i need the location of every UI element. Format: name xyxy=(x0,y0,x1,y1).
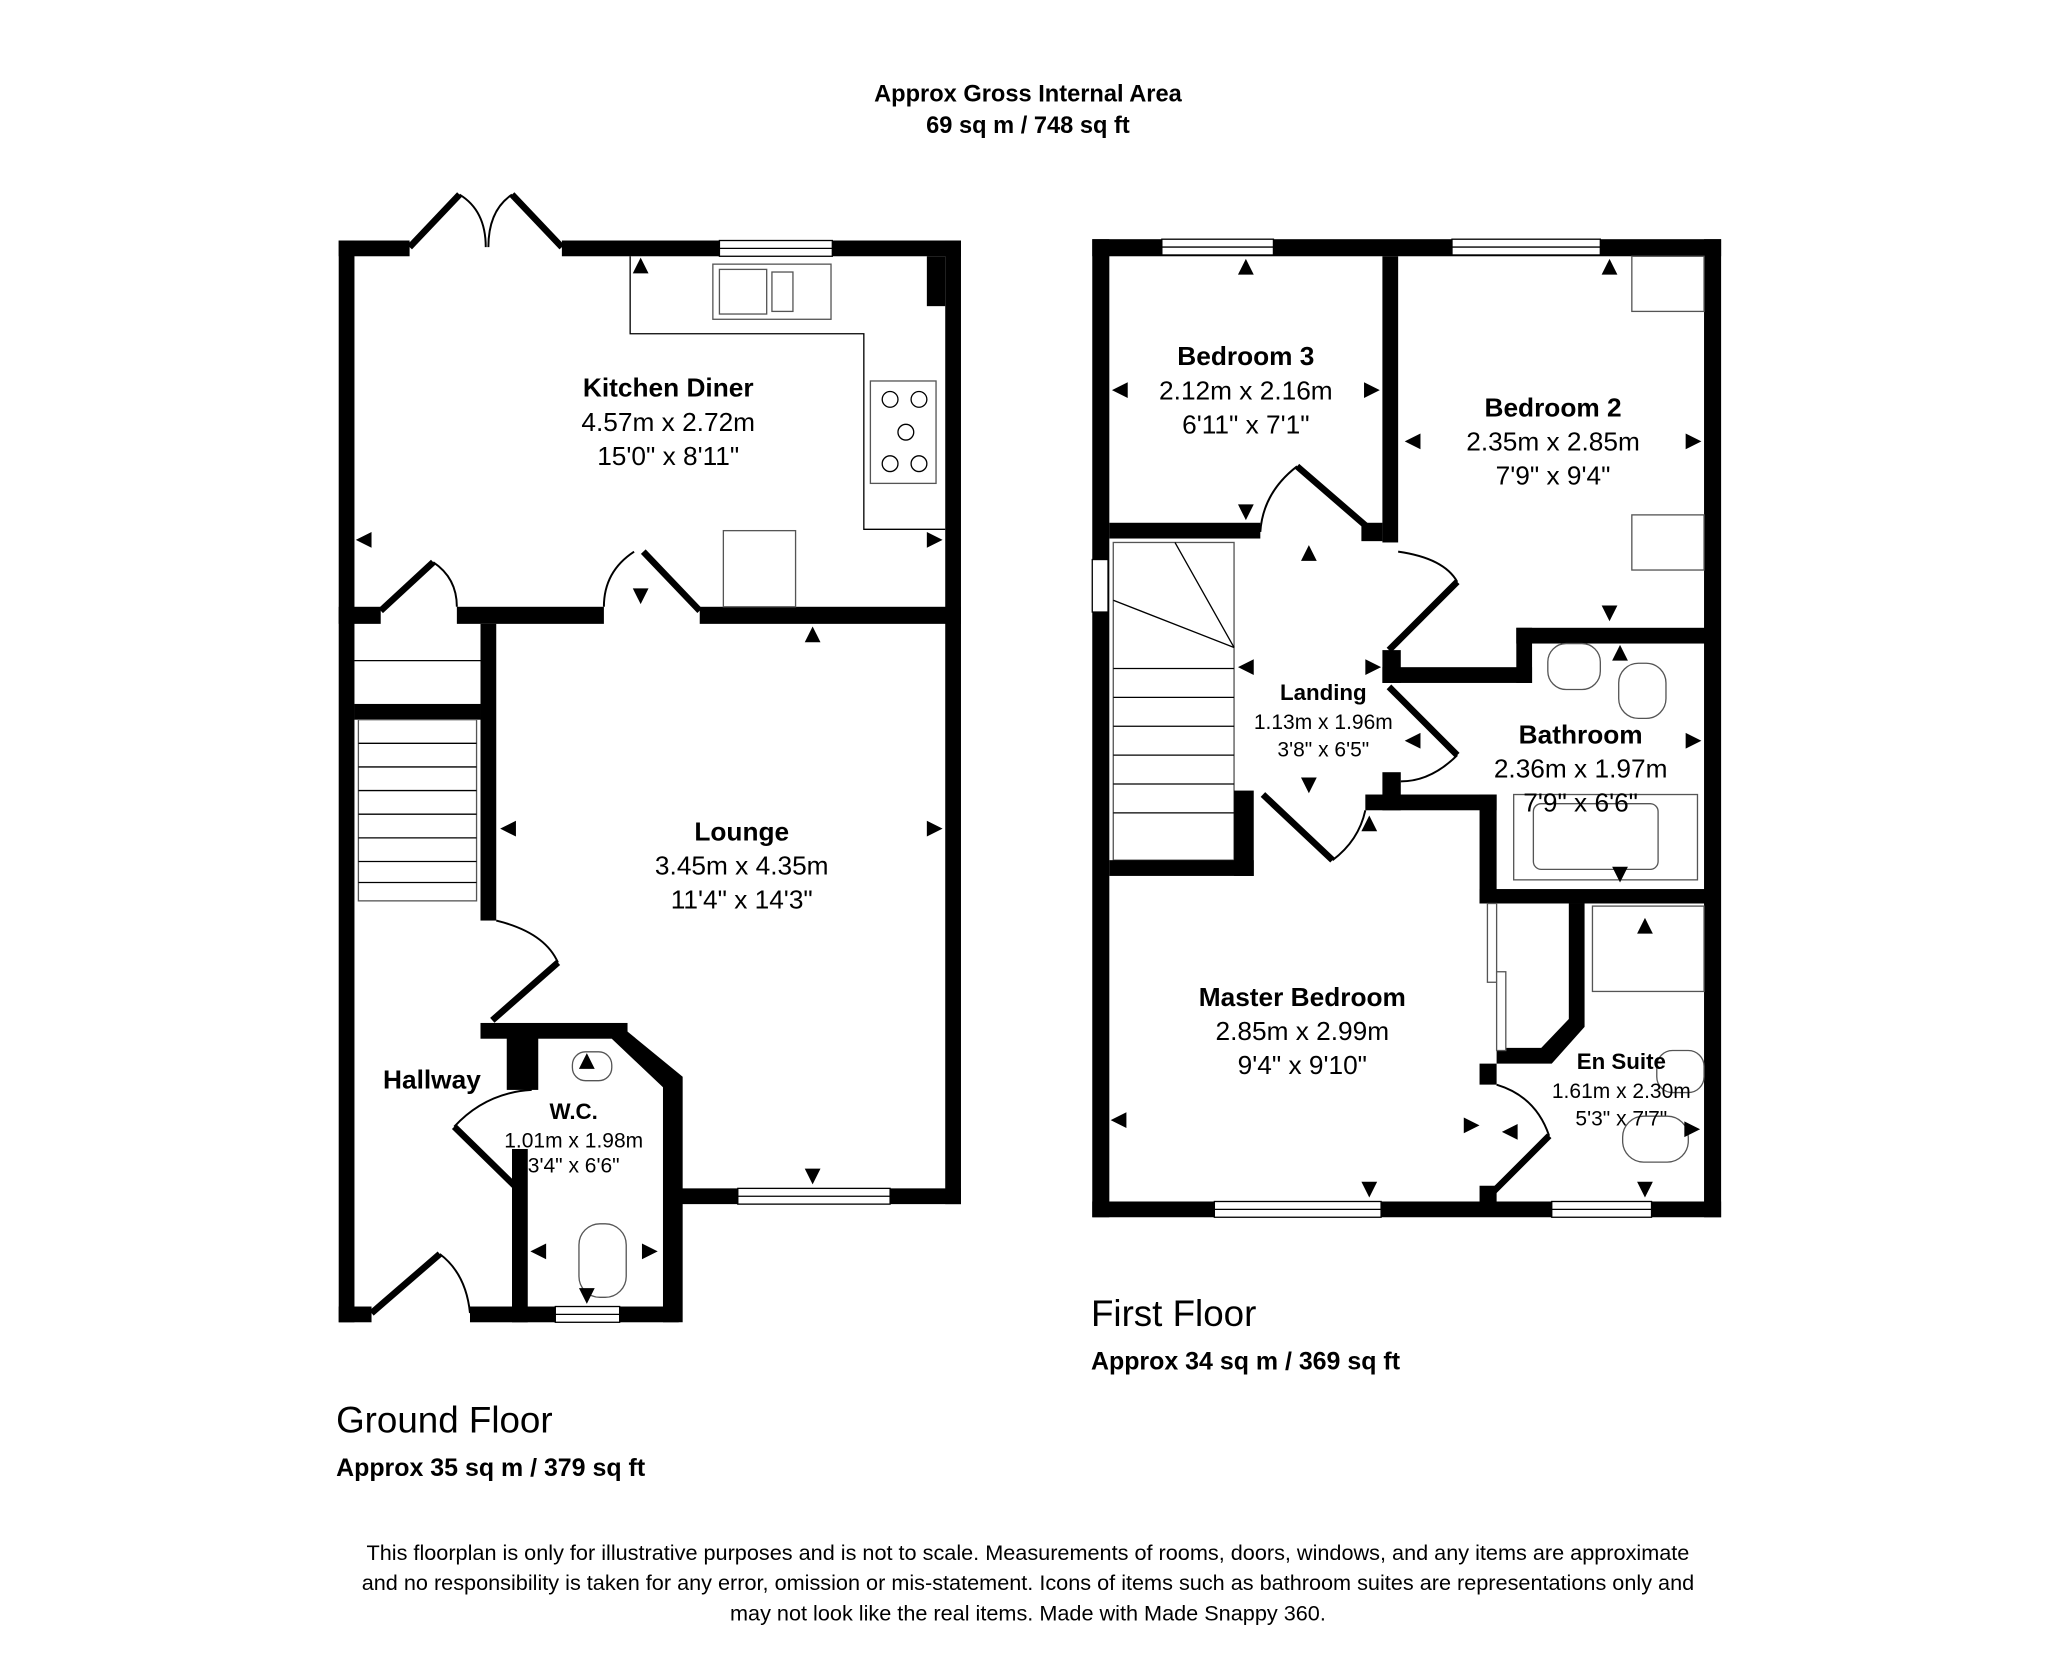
kitchen-name: Kitchen Diner xyxy=(583,373,754,403)
dimension-arrow-icon xyxy=(1237,258,1254,275)
dimension-arrow-icon xyxy=(1685,732,1702,749)
bathroom-imperial: 7'9" x 6'6" xyxy=(1523,788,1638,818)
dimension-arrow-icon xyxy=(1301,777,1317,794)
dimension-arrow-icon xyxy=(1361,1181,1378,1198)
dimension-arrow-icon xyxy=(1365,659,1382,676)
disclaimer-line-3: may not look like the real items. Made w… xyxy=(730,1600,1326,1625)
dimension-arrow-icon xyxy=(1361,815,1378,832)
dimension-arrow-icon xyxy=(1237,659,1254,676)
dimension-arrow-icon xyxy=(1601,605,1618,622)
dimension-arrow-icon xyxy=(1612,644,1628,661)
bedroom3-name: Bedroom 3 xyxy=(1177,341,1314,371)
kitchen-imperial: 15'0" x 8'11" xyxy=(597,441,739,471)
dimension-arrow-icon xyxy=(1684,1121,1701,1138)
dimension-arrow-icon xyxy=(1685,433,1702,450)
dimension-arrow-icon xyxy=(632,257,649,274)
dimension-arrow-icon xyxy=(500,820,516,837)
bathroom-metric: 2.36m x 1.97m xyxy=(1494,753,1668,783)
wc-imperial: 3'4" x 6'6" xyxy=(528,1155,620,1178)
master-bedroom-imperial: 9'4" x 9'10" xyxy=(1238,1050,1367,1080)
dimension-arrow-icon xyxy=(1637,917,1653,934)
bedroom2-name: Bedroom 2 xyxy=(1485,392,1622,422)
dimension-arrow-icon xyxy=(1601,258,1618,275)
dimension-arrow-icon xyxy=(578,1288,595,1304)
first-floor-area: Approx 34 sq m / 369 sq ft xyxy=(1091,1348,1400,1376)
dimension-arrow-icon xyxy=(1463,1117,1480,1134)
dimension-arrow-icon xyxy=(1364,382,1380,399)
dimension-arrow-icon xyxy=(530,1243,547,1260)
lounge-name: Lounge xyxy=(694,816,789,846)
ground-floor-label: Ground Floor xyxy=(336,1400,553,1441)
dimension-arrow-icon xyxy=(632,588,649,605)
bedroom3-metric: 2.12m x 2.16m xyxy=(1159,375,1333,405)
dimension-arrow-icon xyxy=(578,1053,595,1069)
landing-name: Landing xyxy=(1280,680,1367,705)
kitchen-metric: 4.57m x 2.72m xyxy=(581,407,755,437)
dimension-arrow-icon xyxy=(804,626,821,643)
first-floor-plan xyxy=(1091,238,1722,1218)
stairs xyxy=(1112,541,1235,861)
header-total-area: 69 sq m / 748 sq ft xyxy=(926,113,1130,139)
dimension-arrow-icon xyxy=(926,531,943,548)
landing-imperial: 3'8" x 6'5" xyxy=(1277,738,1369,761)
bedroom2-metric: 2.35m x 2.85m xyxy=(1466,427,1640,457)
dimension-arrow-icon xyxy=(641,1243,658,1260)
first-floor-label: First Floor xyxy=(1091,1293,1256,1334)
disclaimer-line-2: and no responsibility is taken for any e… xyxy=(362,1570,1695,1595)
master-bedroom-metric: 2.85m x 2.99m xyxy=(1216,1016,1390,1046)
ensuite-metric: 1.61m x 2.30m xyxy=(1552,1080,1691,1103)
dimension-arrow-icon xyxy=(1111,382,1128,399)
dimension-arrow-icon xyxy=(926,820,943,837)
ensuite-name: En Suite xyxy=(1577,1049,1666,1074)
bedroom3-imperial: 6'11" x 7'1" xyxy=(1182,409,1309,439)
dimension-arrow-icon xyxy=(804,1168,821,1185)
disclaimer-line-1: This floorplan is only for illustrative … xyxy=(367,1540,1690,1565)
dimension-arrow-icon xyxy=(1301,545,1317,561)
wc-name: W.C. xyxy=(550,1099,598,1124)
dimension-arrow-icon xyxy=(1404,433,1421,450)
landing-metric: 1.13m x 1.96m xyxy=(1254,711,1393,734)
dimension-arrow-icon xyxy=(1637,1181,1653,1198)
lounge-metric: 3.45m x 4.35m xyxy=(655,851,829,881)
dimension-arrow-icon xyxy=(1612,866,1628,883)
dimension-arrow-icon xyxy=(1501,1124,1518,1140)
master-bedroom-name: Master Bedroom xyxy=(1199,982,1406,1012)
bedroom2-imperial: 7'9" x 9'4" xyxy=(1496,461,1611,491)
dimension-arrow-icon xyxy=(1237,504,1254,521)
dimension-arrow-icon xyxy=(1404,732,1421,749)
wc-metric: 1.01m x 1.98m xyxy=(504,1130,643,1153)
ground-floor-plan xyxy=(338,192,961,1323)
dimension-arrow-icon xyxy=(355,531,372,548)
ground-floor-area: Approx 35 sq m / 379 sq ft xyxy=(336,1454,645,1482)
hallway-name: Hallway xyxy=(383,1065,481,1095)
lounge-imperial: 11'4" x 14'3" xyxy=(671,885,813,915)
stairs xyxy=(357,719,478,902)
ensuite-imperial: 5'3" x 7'7" xyxy=(1575,1107,1667,1130)
bathroom-name: Bathroom xyxy=(1519,719,1643,749)
dimension-arrow-icon xyxy=(1110,1112,1127,1128)
header-title: Approx Gross Internal Area xyxy=(874,81,1183,107)
